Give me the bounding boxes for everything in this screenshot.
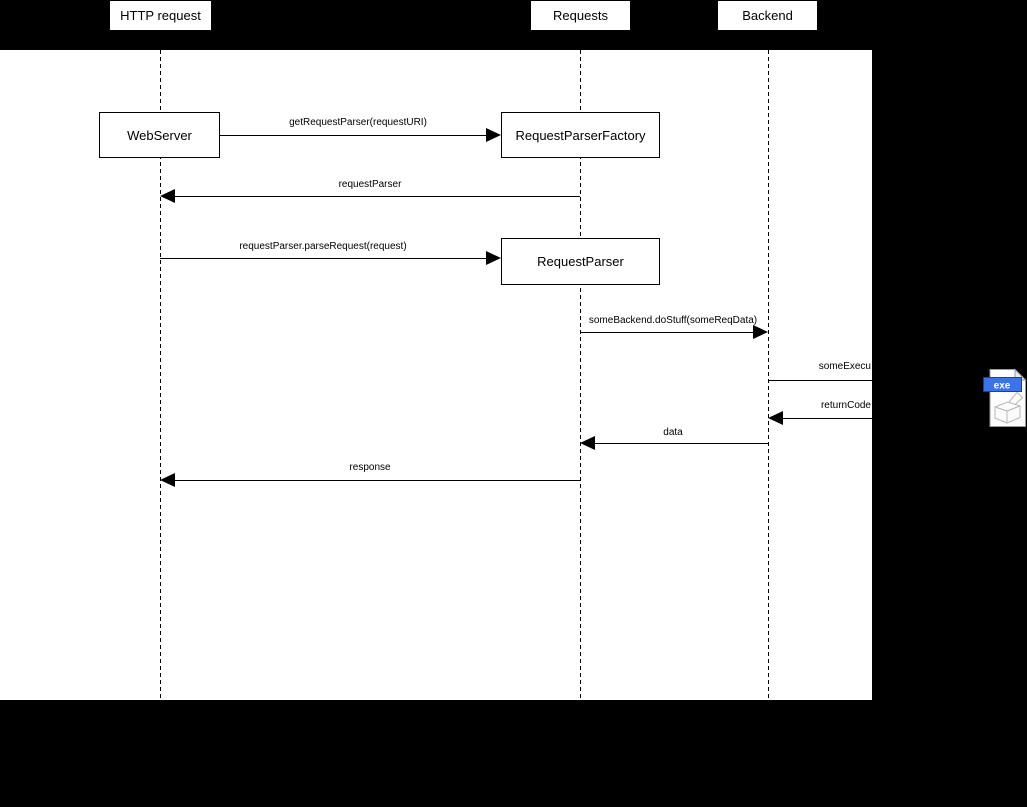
arrowhead-right [486, 251, 501, 265]
exe-banner [983, 377, 1022, 392]
diagram-canvas: WebServer RequestParserFactory RequestPa… [0, 50, 872, 700]
message-label: requestParser.parseRequest(request) [239, 241, 407, 252]
object-box-requestparserfactory: RequestParserFactory [501, 112, 660, 158]
participant-backend: Backend [718, 1, 817, 30]
arrowhead-left [768, 411, 783, 425]
open-box-drawing [994, 392, 1023, 424]
message-line [768, 380, 872, 381]
message-label: returnCode [820, 400, 871, 411]
arrowhead-left [580, 436, 595, 450]
message-line [220, 135, 486, 136]
message-label: requestParser [338, 179, 402, 190]
object-box-webserver: WebServer [99, 112, 220, 158]
message-line [160, 258, 486, 259]
message-line [595, 443, 768, 444]
exe-banner-label: exe [994, 381, 1011, 392]
participant-requests: Requests [531, 1, 630, 30]
arrowhead-right [486, 128, 501, 142]
lifeline-requests [580, 50, 581, 700]
message-label: data [663, 427, 683, 438]
message-label: someExecu [818, 361, 871, 372]
participant-http-request: HTTP request [110, 1, 211, 30]
message-line [175, 480, 580, 481]
arrowhead-left [160, 473, 175, 487]
message-label: someBackend.doStuff(someReqData) [588, 315, 758, 326]
arrowhead-right [753, 325, 768, 339]
lifeline-backend [768, 50, 769, 700]
message-line [580, 332, 753, 333]
message-line [175, 196, 580, 197]
exe-file-icon: exe [983, 368, 1027, 427]
object-box-requestparser: RequestParser [501, 238, 660, 285]
lifeline-http-request [160, 50, 161, 700]
message-label: response [349, 462, 391, 473]
message-line [783, 418, 872, 419]
arrowhead-left [160, 189, 175, 203]
message-label: getRequestParser(requestURI) [289, 117, 427, 128]
